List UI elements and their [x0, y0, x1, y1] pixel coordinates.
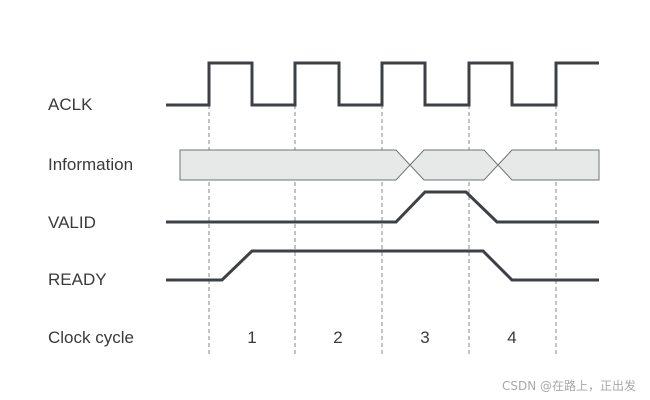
label-clock-cycle: Clock cycle — [48, 328, 134, 347]
cycle-number-3: 3 — [420, 328, 429, 347]
label-valid: VALID — [48, 213, 96, 232]
label-ready: READY — [48, 270, 107, 289]
valid-waveform — [166, 190, 599, 224]
bus-segment-1 — [179, 149, 411, 181]
cycle-guides — [208, 105, 557, 354]
label-information: Information — [48, 155, 133, 174]
information-bus — [179, 149, 600, 181]
cycle-number-2: 2 — [333, 328, 342, 347]
label-aclk: ACLK — [48, 95, 93, 114]
ready-waveform — [166, 249, 599, 282]
bus-segment-3 — [497, 149, 600, 181]
aclk-waveform — [166, 61, 599, 107]
cycle-number-1: 1 — [247, 328, 256, 347]
watermark: CSDN @在路上，正出发 — [502, 378, 636, 393]
cycle-number-4: 4 — [507, 328, 516, 347]
bus-segment-2 — [409, 149, 499, 181]
